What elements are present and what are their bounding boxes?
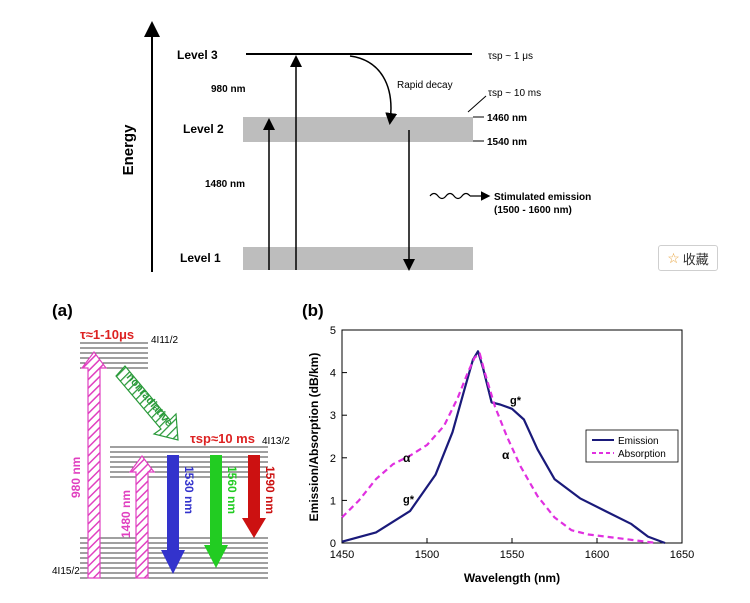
y-tick-label: 2 xyxy=(330,453,336,465)
legend-absorption-label: Absorption xyxy=(618,449,666,460)
rapid-decay-arrow xyxy=(349,55,398,125)
pump-1480-hatched-arrow xyxy=(128,455,156,579)
y-tick-label: 4 xyxy=(330,368,336,380)
lifetime-mid-label: τsp≈10 ms xyxy=(190,431,255,446)
g-star-upper-label: g* xyxy=(510,395,522,407)
pump-980-a-label: 980 nm xyxy=(69,457,83,498)
emission-1560-label: 1560 nm xyxy=(225,466,239,514)
emission-1560-arrow xyxy=(204,455,228,568)
stimulated-emission-range: (1500 - 1600 nm) xyxy=(494,205,572,216)
rapid-decay-label: Rapid decay xyxy=(397,80,453,91)
star-icon: ☆ xyxy=(667,250,680,266)
lifetime-top-label: τ≈1-10μs xyxy=(80,327,134,342)
panel-a: (a) τ≈1-10μs 4I11/2 τsp≈10 ms 4I13/2 4I1… xyxy=(52,301,290,579)
x-tick-label: 1550 xyxy=(500,549,524,561)
energy-axis-label: Energy xyxy=(120,124,137,176)
x-tick-label: 1600 xyxy=(585,549,609,561)
nonradiative-arrow: nonradiative xyxy=(115,365,179,441)
legend-emission-label: Emission xyxy=(618,436,659,447)
legend-box xyxy=(585,429,679,463)
x-ticks: 1450 1500 1550 1600 1650 xyxy=(330,538,694,561)
pump-1480-label: 1480 nm xyxy=(205,179,245,190)
emission-1530-arrow xyxy=(161,455,185,574)
y-axis-label: Emission/Absorption (dB/km) xyxy=(307,353,321,522)
x-tick-label: 1500 xyxy=(415,549,439,561)
y-tick-label: 1 xyxy=(330,495,336,507)
pump-980-hatched-arrow xyxy=(80,351,108,579)
level-2-lifetime: τsp ~ 10 ms xyxy=(488,88,541,99)
panel-a-tag: (a) xyxy=(52,301,73,320)
level-1-label: Level 1 xyxy=(180,251,221,265)
x-tick-label: 1650 xyxy=(670,549,694,561)
chart-legend: Emission Absorption xyxy=(585,429,679,463)
series-emission-line xyxy=(341,350,666,545)
emission-1530-label: 1530 nm xyxy=(182,466,196,514)
lifetime-pointer xyxy=(467,95,487,113)
y-ticks: 0 1 2 3 4 5 xyxy=(330,325,347,550)
energy-level-diagram: Energy Level 3 τsp ~ 1 μs Level 2 τsp ~ … xyxy=(120,21,591,272)
band-top-label: 1460 nm xyxy=(487,113,527,124)
emission-1590-arrow xyxy=(242,455,266,538)
level-3-label: Level 3 xyxy=(177,48,218,62)
x-tick-label: 1450 xyxy=(330,549,354,561)
panel-b: (b) 0 1 2 3 4 5 1450 1500 1550 1600 1650 Waveleng… xyxy=(302,301,694,585)
y-tick-label: 0 xyxy=(330,538,336,550)
y-tick-label: 5 xyxy=(330,325,336,337)
level-4I15-label: 4I15/2 xyxy=(52,566,80,577)
chart-series xyxy=(341,350,666,545)
band-bottom-label: 1540 nm xyxy=(487,137,527,148)
favorite-button[interactable]: ☆ 收藏 xyxy=(658,245,718,271)
stimulated-emission-label: Stimulated emission xyxy=(494,192,591,203)
favorite-label: 收藏 xyxy=(682,251,709,267)
y-tick-label: 3 xyxy=(330,410,336,422)
alpha-left-label: α xyxy=(403,451,411,465)
alpha-upper-label: α xyxy=(502,448,510,462)
g-star-lower-label: g* xyxy=(403,494,415,506)
nonradiative-label: nonradiative xyxy=(124,371,175,429)
level-2-band xyxy=(243,117,473,142)
pump-1480-a-label: 1480 nm xyxy=(119,490,133,538)
level-1-band xyxy=(243,247,473,270)
level-4I13-label: 4I13/2 xyxy=(262,436,290,447)
level-4I11-label: 4I11/2 xyxy=(151,335,178,346)
photon-wave-icon xyxy=(429,192,471,200)
level-2-label: Level 2 xyxy=(183,122,224,136)
emission-1590-label: 1590 nm xyxy=(263,466,277,514)
pump-980-label: 980 nm xyxy=(211,84,246,95)
panel-b-tag: (b) xyxy=(302,301,324,320)
level-3-lifetime: τsp ~ 1 μs xyxy=(488,51,533,62)
x-axis-label: Wavelength (nm) xyxy=(464,571,560,585)
